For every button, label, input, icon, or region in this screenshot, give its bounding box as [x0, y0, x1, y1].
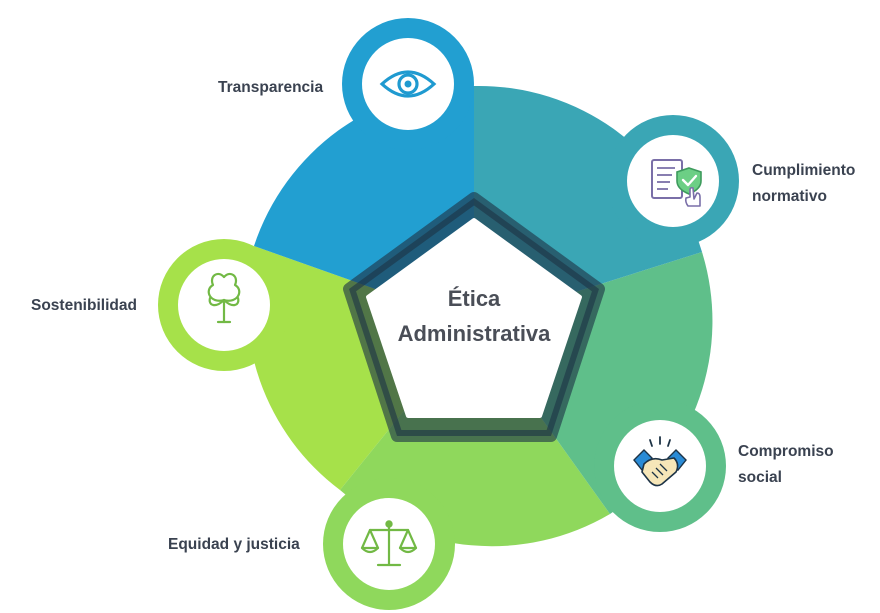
compliance-document-icon — [651, 159, 702, 207]
label-transparencia-line1: Transparencia — [218, 79, 324, 96]
tree-icon — [207, 272, 241, 324]
label-cumplimiento-line2: normativo — [752, 188, 827, 205]
label-equidad-line1: Equidad y justicia — [168, 536, 300, 553]
center-pentagon — [366, 218, 582, 418]
label-equidad: Equidad y justicia — [168, 532, 300, 558]
label-cumplimiento: Cumplimiento normativo — [752, 158, 855, 210]
label-compromiso-line1: Compromiso — [738, 443, 834, 460]
center-title-line1: Ética — [448, 286, 501, 311]
label-compromiso-line2: social — [738, 469, 782, 486]
center-title-line2: Administrativa — [398, 321, 552, 346]
label-cumplimiento-line1: Cumplimiento — [752, 162, 856, 179]
eye-icon — [379, 70, 437, 98]
label-sostenibilidad: Sostenibilidad — [31, 293, 137, 319]
label-transparencia: Transparencia — [218, 75, 323, 101]
handshake-icon — [633, 436, 687, 487]
label-compromiso: Compromiso social — [738, 439, 834, 491]
label-sostenibilidad-line1: Sostenibilidad — [31, 297, 137, 314]
scales-icon — [360, 520, 418, 567]
